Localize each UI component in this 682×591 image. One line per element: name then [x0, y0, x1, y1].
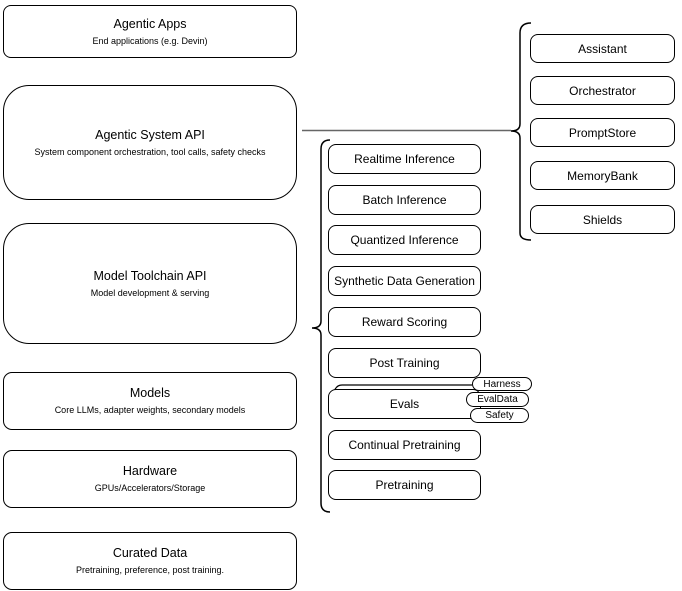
layer-title: Agentic Apps	[113, 16, 187, 31]
tag-label: EvalData	[477, 394, 518, 405]
toolchain-node-quantized-inference: Quantized Inference	[328, 225, 481, 255]
layer-agentic-system-api: Agentic System API System component orch…	[3, 85, 297, 200]
layer-title: Models	[129, 386, 171, 401]
layer-subtitle: Core LLMs, adapter weights, secondary mo…	[54, 405, 246, 416]
layer-models: Models Core LLMs, adapter weights, secon…	[3, 372, 297, 430]
node-label: Assistant	[578, 41, 627, 56]
component-memorybank: MemoryBank	[530, 161, 675, 190]
evals-tag-harness: Harness	[472, 377, 532, 391]
node-label: Quantized Inference	[350, 233, 459, 247]
toolchain-node-batch-inference: Batch Inference	[328, 185, 481, 215]
evals-tag-evaldata: EvalData	[466, 392, 529, 407]
layer-model-toolchain-api: Model Toolchain API Model development & …	[3, 223, 297, 344]
node-label: Continual Pretraining	[348, 438, 461, 452]
components-bracket	[510, 22, 532, 241]
layer-subtitle: System component orchestration, tool cal…	[34, 146, 266, 157]
layer-subtitle: Model development & serving	[90, 287, 210, 298]
node-label: Batch Inference	[362, 193, 447, 207]
toolchain-node-reward-scoring: Reward Scoring	[328, 307, 481, 337]
node-label: PromptStore	[568, 125, 637, 140]
tag-label: Safety	[485, 410, 514, 421]
layer-subtitle: Pretraining, preference, post training.	[75, 565, 225, 576]
layer-title: Curated Data	[112, 546, 188, 561]
toolchain-node-evals: Evals	[328, 389, 481, 419]
layer-title: Model Toolchain API	[93, 268, 207, 283]
toolchain-node-realtime-inference: Realtime Inference	[328, 144, 481, 174]
node-label: Pretraining	[375, 478, 434, 492]
component-assistant: Assistant	[530, 34, 675, 63]
layer-hardware: Hardware GPUs/Accelerators/Storage	[3, 450, 297, 508]
layer-title: Hardware	[122, 464, 178, 479]
component-shields: Shields	[530, 205, 675, 234]
layer-agentic-apps: Agentic Apps End applications (e.g. Devi…	[3, 5, 297, 58]
evals-tag-safety: Safety	[470, 408, 529, 423]
node-label: Realtime Inference	[354, 152, 455, 166]
node-label: Synthetic Data Generation	[334, 274, 475, 288]
layer-subtitle: End applications (e.g. Devin)	[92, 35, 208, 46]
toolchain-node-synthetic-data-generation: Synthetic Data Generation	[328, 266, 481, 296]
node-label: Reward Scoring	[361, 315, 448, 329]
tag-label: Harness	[483, 378, 521, 390]
node-label: Shields	[582, 212, 623, 227]
node-label: Evals	[389, 397, 420, 411]
node-label: Orchestrator	[569, 83, 636, 98]
node-label: Post Training	[369, 356, 440, 370]
toolchain-node-post-training: Post Training	[328, 348, 481, 378]
layer-curated-data: Curated Data Pretraining, preference, po…	[3, 532, 297, 590]
layer-title: Agentic System API	[95, 127, 205, 142]
component-promptstore: PromptStore	[530, 118, 675, 147]
node-label: MemoryBank	[567, 168, 638, 183]
component-orchestrator: Orchestrator	[530, 76, 675, 105]
toolchain-node-continual-pretraining: Continual Pretraining	[328, 430, 481, 460]
toolchain-node-pretraining: Pretraining	[328, 470, 481, 500]
layer-subtitle: GPUs/Accelerators/Storage	[94, 483, 206, 494]
